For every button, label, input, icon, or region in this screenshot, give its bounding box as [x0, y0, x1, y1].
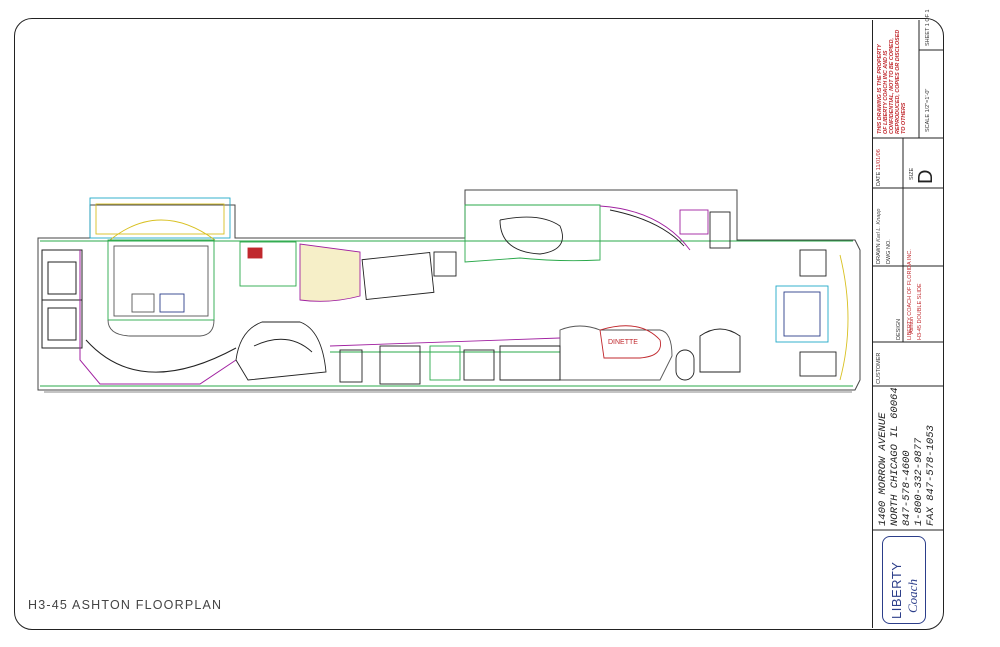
- dinette-area: [329, 325, 741, 385]
- liberty-coach-logo: LIBERTY Coach: [882, 536, 926, 624]
- size-value: D: [915, 169, 937, 184]
- dinette-label: DINETTE: [608, 339, 638, 346]
- confidentiality-notice: THIS DRAWING IS THE PROPERTY OF LIBERTY …: [877, 29, 907, 134]
- design-note: H3-45 DOUBLE SLIDE: [917, 283, 923, 340]
- scale-field: SCALE 1/2"=1'-0": [925, 88, 931, 132]
- customer-label: CUSTOMER: [876, 352, 882, 384]
- bedroom-slide: [89, 197, 231, 337]
- sheet-title: H3-45 ASHTON FLOORPLAN: [28, 598, 223, 612]
- logo-line1: LIBERTY: [889, 561, 904, 619]
- sheet-field: SHEET 1 OF 1: [925, 9, 931, 46]
- coach-outline: [37, 189, 861, 393]
- rear-wardrobe: [41, 249, 237, 385]
- design-label: DESIGN: [896, 318, 902, 340]
- title-block: THIS DRAWING IS THE PROPERTY OF LIBERTY …: [872, 9, 943, 628]
- living-area: [361, 204, 731, 300]
- company-address: 1400 MORROW AVENUE NORTH CHICAGO IL 6006…: [877, 387, 937, 526]
- title-block-grid: [873, 20, 943, 531]
- dwg-no-label: DWG NO.: [886, 239, 892, 264]
- logo-line2: Coach: [905, 579, 920, 613]
- drawing-sheet-border: [14, 18, 944, 630]
- drawn-field: DRAWN Karl L. Knapp: [876, 208, 882, 264]
- date-field: DATE 11/01/06: [876, 149, 882, 186]
- company-name: LIBERTY COACH OF FLORIDA INC.: [907, 249, 913, 340]
- bathroom: [235, 241, 361, 381]
- front-cockpit: [775, 249, 849, 381]
